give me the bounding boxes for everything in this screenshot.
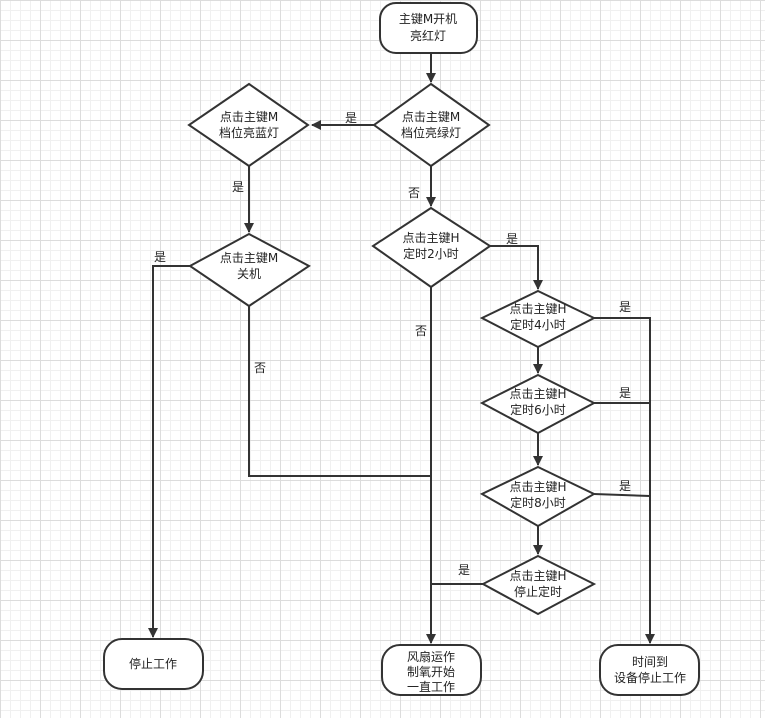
decision-d2-line-2: 档位亮蓝灯	[219, 125, 279, 140]
decision-d8-line-2: 停止定时	[514, 584, 562, 599]
decision-d4-line-1: 点击主键H	[402, 231, 459, 245]
decision-d7: 点击主键H 定时8小时	[479, 465, 597, 528]
edge-label-d4-yes: 是	[506, 232, 518, 246]
edge-label-d2-yes: 是	[232, 180, 244, 194]
stop-node-line-1: 停止工作	[129, 656, 177, 671]
edge-label-d3-yes: 是	[154, 250, 166, 264]
start-node: 主键M开机 亮红灯	[379, 2, 478, 54]
edge-d4-to-d5	[490, 245, 543, 290]
decision-d1-line-1: 点击主键M	[402, 110, 460, 124]
decision-d3-line-1: 点击主键M	[220, 251, 278, 265]
decision-d6-line-1: 点击主键H	[509, 387, 566, 401]
edge-d5-to-timeup	[594, 317, 655, 644]
run-node-line-3: 一直工作	[407, 680, 455, 694]
edge-label-d8-yes: 是	[458, 563, 470, 577]
decision-d1: 点击主键M 档位亮绿灯	[372, 82, 491, 168]
timeup-node-line-2: 设备停止工作	[614, 670, 686, 685]
decision-d4: 点击主键H 定时2小时	[371, 206, 492, 289]
decision-d3-line-2: 关机	[237, 267, 261, 281]
decision-d7-line-2: 定时8小时	[510, 495, 566, 510]
decision-d1-line-2: 档位亮绿灯	[401, 125, 461, 140]
timeup-node-line-1: 时间到	[632, 655, 668, 669]
decision-d5-line-2: 定时4小时	[510, 317, 566, 332]
run-node-line-1: 风扇运作	[407, 649, 455, 664]
edge-label-d1-no: 否	[408, 186, 420, 200]
decision-d8: 点击主键H 停止定时	[480, 554, 597, 616]
decision-d4-line-2: 定时2小时	[403, 246, 459, 261]
decision-d2-line-1: 点击主键M	[220, 110, 278, 124]
edge-label-d7-yes: 是	[619, 479, 631, 493]
edge-labels: 是 否 是 是 否 是 否 是 是 是 是	[154, 111, 631, 577]
edge-label-d4-no: 否	[415, 324, 427, 338]
run-node-line-2: 制氧开始	[407, 665, 455, 679]
stop-node: 停止工作	[103, 638, 204, 690]
decision-d8-line-1: 点击主键H	[509, 569, 566, 583]
edge-label-d1-yes: 是	[345, 111, 357, 125]
decision-d7-line-1: 点击主键H	[509, 480, 566, 494]
decision-d6: 点击主键H 定时6小时	[479, 373, 597, 435]
edges	[148, 53, 655, 644]
edge-label-d5-yes: 是	[619, 300, 631, 314]
run-node: 风扇运作 制氧开始 一直工作	[381, 644, 482, 696]
edge-label-d3-no: 否	[254, 361, 266, 375]
start-node-line-1: 主键M开机	[399, 12, 457, 26]
edge-d7-to-timeup	[593, 493, 651, 497]
edge-d3-to-merge	[248, 306, 431, 477]
edge-label-d6-yes: 是	[619, 386, 631, 400]
decision-d2: 点击主键M 档位亮蓝灯	[187, 82, 310, 168]
start-node-line-2: 亮红灯	[410, 28, 446, 43]
timeup-node: 时间到 设备停止工作	[599, 644, 700, 696]
decision-d5: 点击主键H 定时4小时	[479, 289, 597, 349]
edge-d3-to-stop	[148, 265, 190, 638]
decision-d3: 点击主键M 关机	[188, 232, 311, 308]
decision-d6-line-2: 定时6小时	[510, 402, 566, 417]
decision-d5-line-1: 点击主键H	[509, 302, 566, 316]
